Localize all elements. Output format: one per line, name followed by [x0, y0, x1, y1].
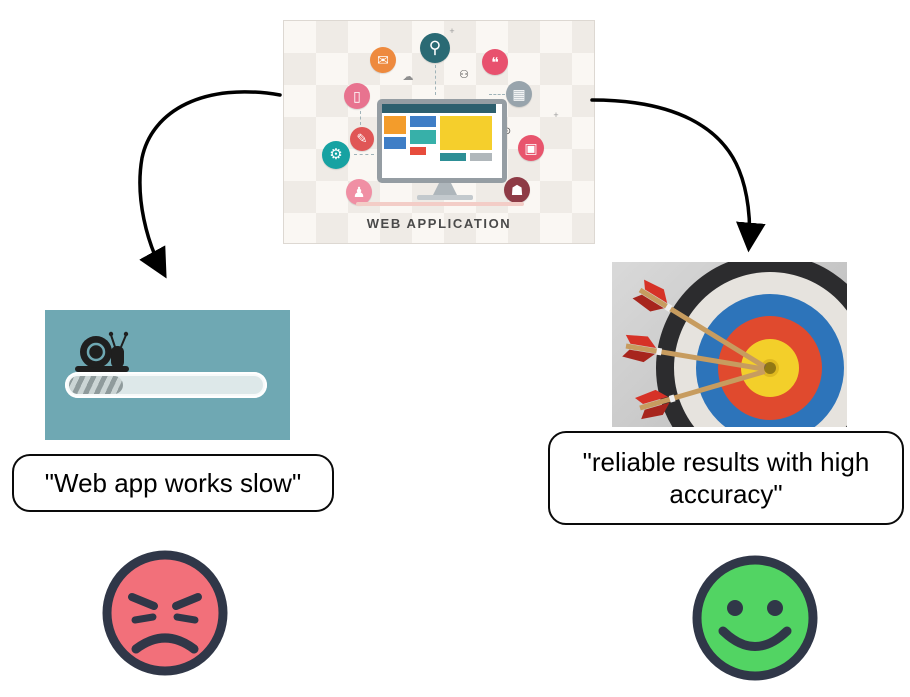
- slow-loading-image: [45, 310, 290, 440]
- webapp-icons: ✉⚲⚇❝☁▯✎⚙▦⚙⊙▣♟≋☗++: [284, 21, 594, 243]
- happy-face-circle: [692, 555, 818, 681]
- people-icon: ⚇: [459, 69, 469, 81]
- desk-surface: [356, 202, 524, 206]
- screen-block: [384, 137, 406, 149]
- snail-icon: [75, 331, 129, 372]
- chat-icon: ❝: [482, 49, 508, 75]
- sad-left-brow: [128, 593, 158, 610]
- sad-face-circle: [102, 550, 228, 676]
- sad-right-eye: [173, 613, 199, 624]
- screen-block: [410, 130, 436, 144]
- email-icon: ✉: [370, 47, 396, 73]
- screen-block: [410, 147, 426, 155]
- plus-icon: +: [553, 110, 559, 120]
- progress-fill: [69, 376, 123, 394]
- progress-bar: [65, 372, 267, 398]
- monitor-base: [417, 195, 473, 200]
- monitor-illustration: [377, 99, 507, 183]
- plus-icon: +: [449, 26, 455, 36]
- grid-icon: ▦: [506, 81, 532, 107]
- search-icon: ⚲: [420, 33, 450, 63]
- arrow-icon: [622, 334, 765, 372]
- sad-face-icon: [102, 550, 228, 676]
- mobile-icon: ▯: [344, 83, 370, 109]
- connector-line: [489, 94, 505, 95]
- arrow-to-slow: [138, 90, 282, 279]
- accurate-quote-bubble: "reliable results with high accuracy": [548, 431, 904, 525]
- web-application-image: ✉⚲⚇❝☁▯✎⚙▦⚙⊙▣♟≋☗++ WEB APPLICATION: [283, 20, 595, 244]
- slow-quote-text: "Web app works slow": [44, 467, 302, 498]
- happy-face-icon: [692, 555, 818, 681]
- screen-block: [440, 153, 466, 161]
- sad-mouth: [131, 633, 199, 654]
- cloud-icon: ☁: [402, 71, 414, 83]
- happy-right-eye: [767, 600, 783, 616]
- screen-block: [470, 153, 492, 161]
- accurate-quote-text: "reliable results with high accuracy": [582, 446, 870, 510]
- arrow-impact-point: [764, 362, 776, 374]
- arrow-icon: [632, 279, 767, 370]
- target-image: [612, 262, 847, 427]
- sad-left-eye: [131, 613, 157, 624]
- person-icon: ♟: [346, 179, 372, 205]
- slow-quote-bubble: "Web app works slow": [12, 454, 334, 512]
- happy-mouth: [718, 626, 792, 651]
- lock-icon: ☗: [504, 177, 530, 203]
- connector-line: [354, 154, 374, 155]
- happy-left-eye: [727, 600, 743, 616]
- monitor-stand: [433, 183, 457, 195]
- image-icon: ▣: [518, 135, 544, 161]
- connector-line: [435, 65, 436, 95]
- arrow-to-accurate: [590, 98, 766, 253]
- pencil-icon: ✎: [350, 127, 374, 151]
- arrow-icon: [634, 369, 766, 420]
- connector-line: [360, 111, 361, 125]
- sad-right-brow: [172, 593, 202, 610]
- screen-block: [382, 104, 496, 113]
- target-center: [761, 359, 779, 377]
- bullseye-illustration: [622, 262, 847, 427]
- webapp-caption: WEB APPLICATION: [366, 216, 512, 231]
- gears-icon: ⚙: [322, 141, 350, 169]
- screen-block: [384, 116, 406, 134]
- screen-block: [440, 116, 492, 150]
- screen-block: [410, 116, 436, 127]
